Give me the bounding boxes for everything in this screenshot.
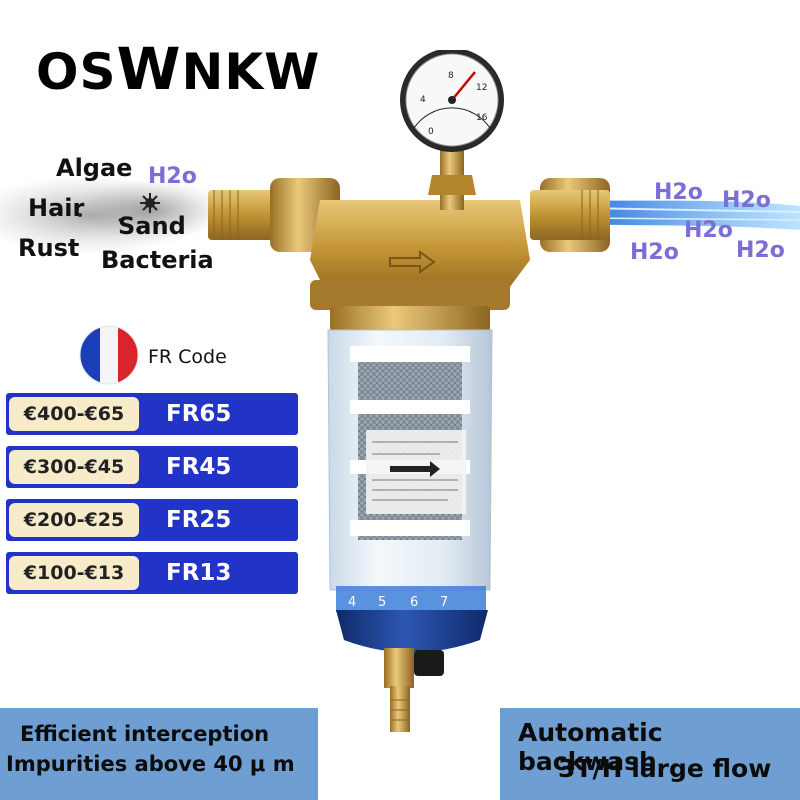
price-range: €300-€45 [9,450,139,484]
france-flag-icon [79,325,139,385]
price-option: €200-€25 FR25 [6,499,298,541]
gauge-tick: 8 [448,71,454,81]
clean-water-illustration [560,200,800,230]
bowl-collar [330,306,490,332]
scale-ring [336,586,486,612]
price-range: €400-€65 [9,397,139,431]
price-option: €400-€65 FR65 [6,393,298,435]
price-option: €100-€13 FR13 [6,552,298,594]
drain-valve-body [384,648,414,688]
filter-head-body [310,200,530,300]
water-label: H2o [148,164,197,189]
feature-banner-interception: Efficient interception Impurities above … [0,708,318,800]
price-range: €200-€25 [9,503,139,537]
contaminant-label: Bacteria [101,246,214,274]
banner-line: Efficient interception [20,722,270,746]
blue-bowl-base [336,610,488,653]
filter-product-illustration: 4 8 12 16 0 4 5 6 7 [208,50,610,732]
product-code: FR65 [166,401,232,427]
brand-logo-part: OS [36,43,117,101]
region-code-label: FR Code [148,346,227,368]
drain-outlet [390,686,410,732]
scale-number: 5 [378,595,386,610]
product-code: FR25 [166,507,232,533]
feature-banner-backwash: Automatic backwash 3T/H large flow [500,708,800,800]
brand-logo: OSWNKW [36,40,320,98]
gauge-tick: 0 [428,127,434,137]
inlet-pipe [208,190,278,240]
banner-line: Automatic backwash [518,718,663,776]
water-label: H2o [630,240,679,265]
scale-number: 6 [410,595,418,610]
banner-line: 3T/H large flow [558,754,772,783]
scale-number: 7 [440,595,448,610]
gauge-tick: 16 [476,113,488,123]
gauge-tick: 4 [420,95,426,105]
contaminant-label: Hair [28,194,85,222]
water-label: H2o [722,188,771,213]
dirty-water-illustration [0,175,230,255]
pressure-gauge [400,50,504,152]
contaminant-label: Sand [118,212,186,240]
water-label: H2o [684,218,733,243]
drain-valve-handle [414,650,444,676]
brand-logo-part: NKW [181,43,321,101]
price-range: €100-€13 [9,556,139,590]
banner-line: Impurities above 40 μ m [6,752,295,776]
price-option: €300-€45 FR45 [6,446,298,488]
scale-number: 4 [348,595,356,610]
contaminant-label: Algae [56,154,133,182]
water-label: H2o [654,180,703,205]
flow-direction-arrow [389,250,436,274]
brand-logo-part: W [116,35,182,103]
contaminant-label: Rust [18,234,80,262]
product-code: FR45 [166,454,232,480]
product-code: FR13 [166,560,232,586]
water-label: H2o [736,238,785,263]
gauge-tick: 12 [476,83,487,93]
